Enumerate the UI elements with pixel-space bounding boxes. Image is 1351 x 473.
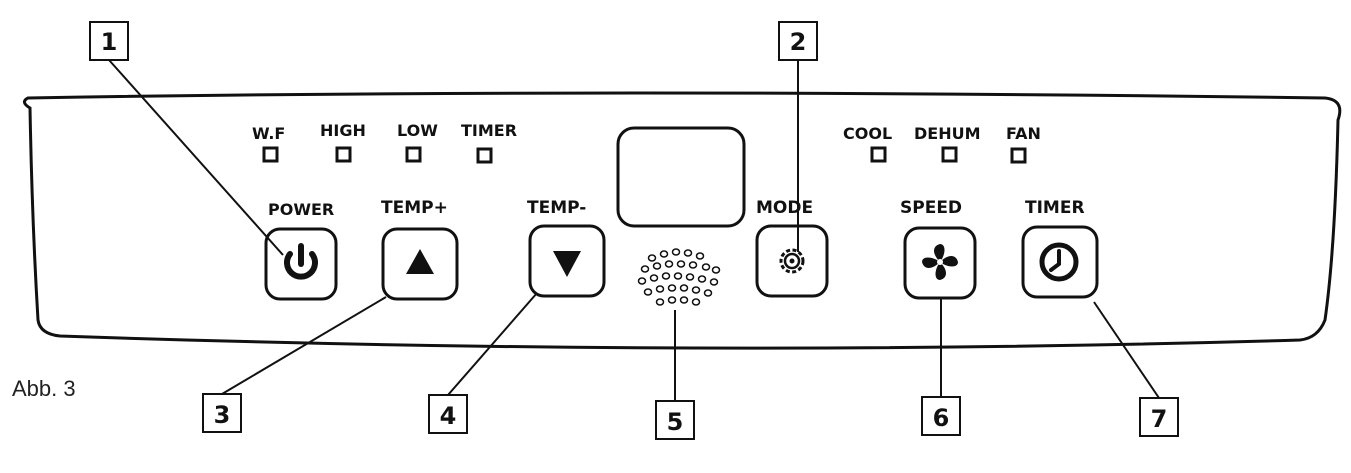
svg-text:6: 6 (933, 404, 950, 432)
figure-caption: Abb. 3 (12, 376, 76, 401)
indicator-label-cool: COOL (843, 124, 892, 143)
speed-button[interactable] (903, 226, 977, 300)
indicator-label-fan: FAN (1006, 124, 1041, 143)
callout-5: 5 (655, 400, 695, 440)
svg-text:7: 7 (1151, 405, 1168, 433)
callout-3: 3 (202, 393, 242, 433)
timer-label: TIMER (1025, 198, 1085, 218)
led-timer (476, 147, 493, 164)
leader-line-7 (1093, 301, 1160, 399)
svg-text:2: 2 (790, 28, 807, 56)
mode-label: MODE (756, 198, 813, 218)
leader-lines (108, 59, 1160, 401)
led-dehum (941, 146, 958, 163)
indicator-label-timer: TIMER (461, 121, 517, 140)
panel-outline (23, 91, 1342, 350)
indicator-low: LOW (397, 121, 438, 163)
indicator-label-wf: W.F (252, 124, 285, 143)
clock-icon (1039, 242, 1079, 282)
arrow-down-icon (553, 251, 581, 277)
led-high (335, 146, 352, 163)
callout-4: 4 (428, 394, 468, 434)
indicator-label-dehum: DEHUM (914, 124, 981, 143)
leader-line-1 (108, 59, 284, 256)
leader-line-3 (221, 296, 387, 395)
fan-icon (922, 244, 958, 280)
leader-line-4 (447, 292, 538, 396)
svg-text:1: 1 (101, 28, 118, 56)
gear-icon (779, 248, 805, 274)
callout-6: 6 (921, 396, 961, 436)
indicator-wf: W.F (252, 124, 285, 163)
speaker-grille (637, 248, 721, 306)
indicator-cool: COOL (843, 124, 892, 163)
indicator-fan: FAN (1006, 124, 1041, 164)
svg-text:4: 4 (440, 402, 457, 430)
timer-button[interactable] (1021, 225, 1099, 299)
callout-2: 2 (778, 21, 818, 61)
power-icon (284, 243, 318, 280)
callout-7: 7 (1139, 397, 1179, 437)
mode-button[interactable] (755, 224, 829, 298)
temp-minus-label: TEMP- (527, 198, 586, 218)
indicator-high: HIGH (320, 121, 366, 163)
callout-1: 1 (89, 21, 129, 61)
temp-minus-button[interactable] (528, 224, 606, 298)
svg-text:3: 3 (214, 401, 231, 429)
indicator-dehum: DEHUM (914, 124, 981, 163)
display-window (616, 126, 746, 228)
power-button[interactable] (264, 227, 338, 301)
indicator-label-low: LOW (397, 121, 438, 140)
led-cool (870, 146, 887, 163)
indicator-label-high: HIGH (320, 121, 366, 140)
temp-plus-label: TEMP+ (381, 198, 448, 218)
svg-text:5: 5 (667, 408, 684, 436)
power-label: POWER (268, 200, 334, 219)
led-wf (262, 146, 279, 163)
temp-plus-button[interactable] (381, 227, 459, 301)
indicator-timer: TIMER (461, 121, 517, 164)
speed-label: SPEED (900, 198, 962, 218)
led-fan (1010, 147, 1027, 164)
led-low (405, 146, 422, 163)
arrow-up-icon (406, 249, 434, 274)
